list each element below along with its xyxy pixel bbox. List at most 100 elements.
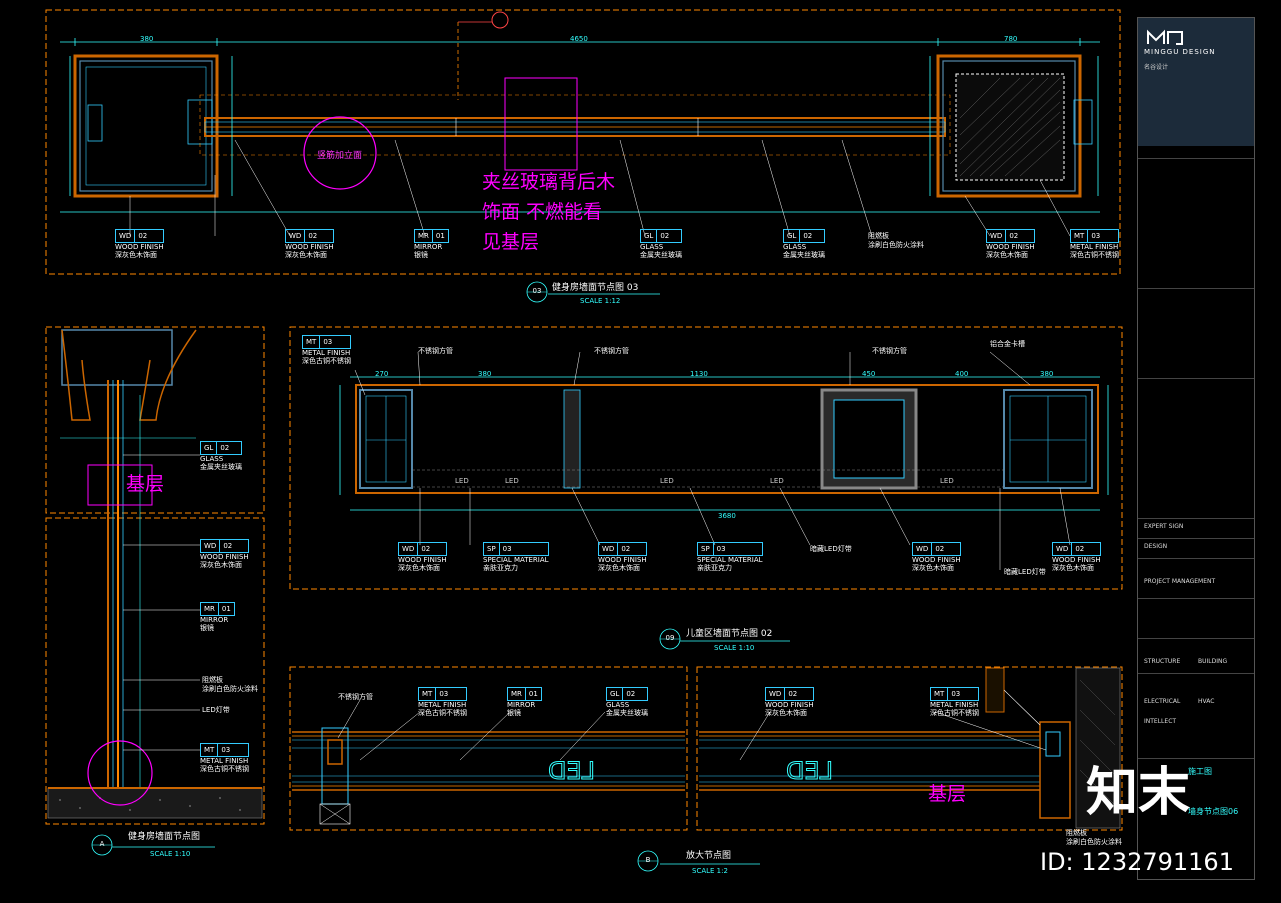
label-stainless-bottom: 不锈钢方管 [338, 693, 373, 701]
label-hidden-led-2: 暗藏LED灯带 [1004, 568, 1046, 576]
label-stainless-mid-2: 不锈钢方管 [418, 347, 453, 355]
brand-name: MINGGU DESIGN [1144, 48, 1216, 56]
label-fireproof-top: 阻燃板 [868, 232, 889, 240]
dim-mid-2: 380 [478, 370, 492, 378]
section-b-title: 放大节点图 [686, 851, 732, 861]
led-mark-5: LED [940, 477, 954, 485]
dim-mid-3: 1130 [690, 370, 708, 378]
tb-drawing: 墙身节点图06 [1188, 807, 1239, 816]
section-b [292, 667, 1121, 829]
tb-row-4: STRUCTURE [1144, 658, 1181, 665]
section-09-title: 儿童区墙面节点图 02 [686, 629, 773, 639]
section-a-number: A [99, 840, 105, 848]
tb-row-5: BUILDING [1198, 658, 1228, 665]
brand-cn: 名谷设计 [1144, 64, 1169, 71]
label-stainless-mid-3: 不锈钢方管 [872, 347, 907, 355]
dim-mid-total: 3680 [718, 512, 736, 520]
label-fireproof-sub-left: 涂刷白色防火涂料 [202, 685, 258, 693]
note-line-1: 夹丝玻璃背后木 [482, 171, 616, 193]
section-03-title: 健身房墙面节点图 03 [552, 283, 639, 293]
led-mark-4: LED [770, 477, 784, 485]
section-a [47, 329, 263, 819]
tb-row-1: EXPERT SIGN [1144, 523, 1184, 530]
section-b-scale: SCALE 1:2 [692, 867, 728, 875]
tb-row-2: DESIGN [1144, 543, 1168, 550]
section-a-scale: SCALE 1:10 [150, 850, 191, 858]
dim-mid-6: 380 [1040, 370, 1054, 378]
viewport-frame-a-top [45, 326, 265, 514]
section-09-scale: SCALE 1:10 [714, 644, 755, 652]
tb-row-3: PROJECT MANAGEMENT [1144, 578, 1216, 585]
viewport-frame-a-bottom [45, 517, 265, 825]
label-fireproof-left: 阻燃板 [202, 676, 223, 684]
note-jiceng-right: 基层 [928, 783, 967, 805]
led-mark-2: LED [505, 477, 519, 485]
viewport-frame-b-left [289, 666, 688, 831]
watermark-logo: 知末 [1086, 763, 1191, 823]
viewport-frame-09 [289, 326, 1123, 590]
label-stainless-mid-1: 不锈钢方管 [594, 347, 629, 355]
dim-mid-4: 450 [862, 370, 876, 378]
title-block-header: MINGGU DESIGN 名谷设计 [1138, 18, 1254, 146]
led-outline-2: LED [786, 757, 834, 786]
section-03-scale: SCALE 1:12 [580, 297, 621, 305]
elevation-09 [339, 351, 1109, 570]
dim-mid-1: 270 [375, 370, 389, 378]
watermark-id: ID: 1232791161 [1040, 848, 1234, 876]
label-hidden-led-1: 暗藏LED灯带 [810, 545, 852, 553]
plan-03 [60, 11, 1100, 237]
section-a-title: 健身房墙面节点图 [128, 832, 201, 842]
led-outline-1: LED [548, 757, 596, 786]
brand-logo-icon [1147, 29, 1183, 45]
note-line-3: 见基层 [482, 231, 540, 253]
title-block: MINGGU DESIGN 名谷设计 EXPERT SIGN DESIGN PR… [1137, 17, 1255, 880]
label-led-left: LED灯带 [202, 706, 230, 714]
tb-row-8: INTELLECT [1144, 718, 1177, 725]
note-reinforce: 竖筋加立面 [317, 151, 363, 161]
label-fireproof-bottom: 阻燃板 [1066, 829, 1087, 837]
label-fireproof-sub-top: 涂刷白色防火涂料 [868, 241, 924, 249]
label-fireproof-sub-bottom: 涂刷白色防火涂料 [1066, 838, 1122, 846]
viewport-frame-b-right [696, 666, 1123, 831]
tb-project: 施工图 [1188, 767, 1212, 776]
section-b-number: B [645, 856, 651, 864]
dim-mid-5: 400 [955, 370, 969, 378]
dim-top-3: 780 [1004, 35, 1018, 43]
dim-top-2: 4650 [570, 35, 588, 43]
note-jiceng-left: 基层 [126, 473, 165, 495]
label-alloy: 铝合金卡槽 [990, 340, 1025, 348]
led-mark-3: LED [660, 477, 674, 485]
tb-row-7: HVAC [1198, 698, 1215, 705]
tb-row-6: ELECTRICAL [1144, 698, 1181, 705]
viewport-frame-03 [45, 9, 1121, 275]
led-mark-1: LED [455, 477, 469, 485]
section-03-number: 03 [532, 287, 542, 295]
section-09-number: 09 [665, 634, 675, 642]
note-line-2: 饰面 不燃能看 [482, 201, 603, 223]
dim-top-1: 380 [140, 35, 154, 43]
